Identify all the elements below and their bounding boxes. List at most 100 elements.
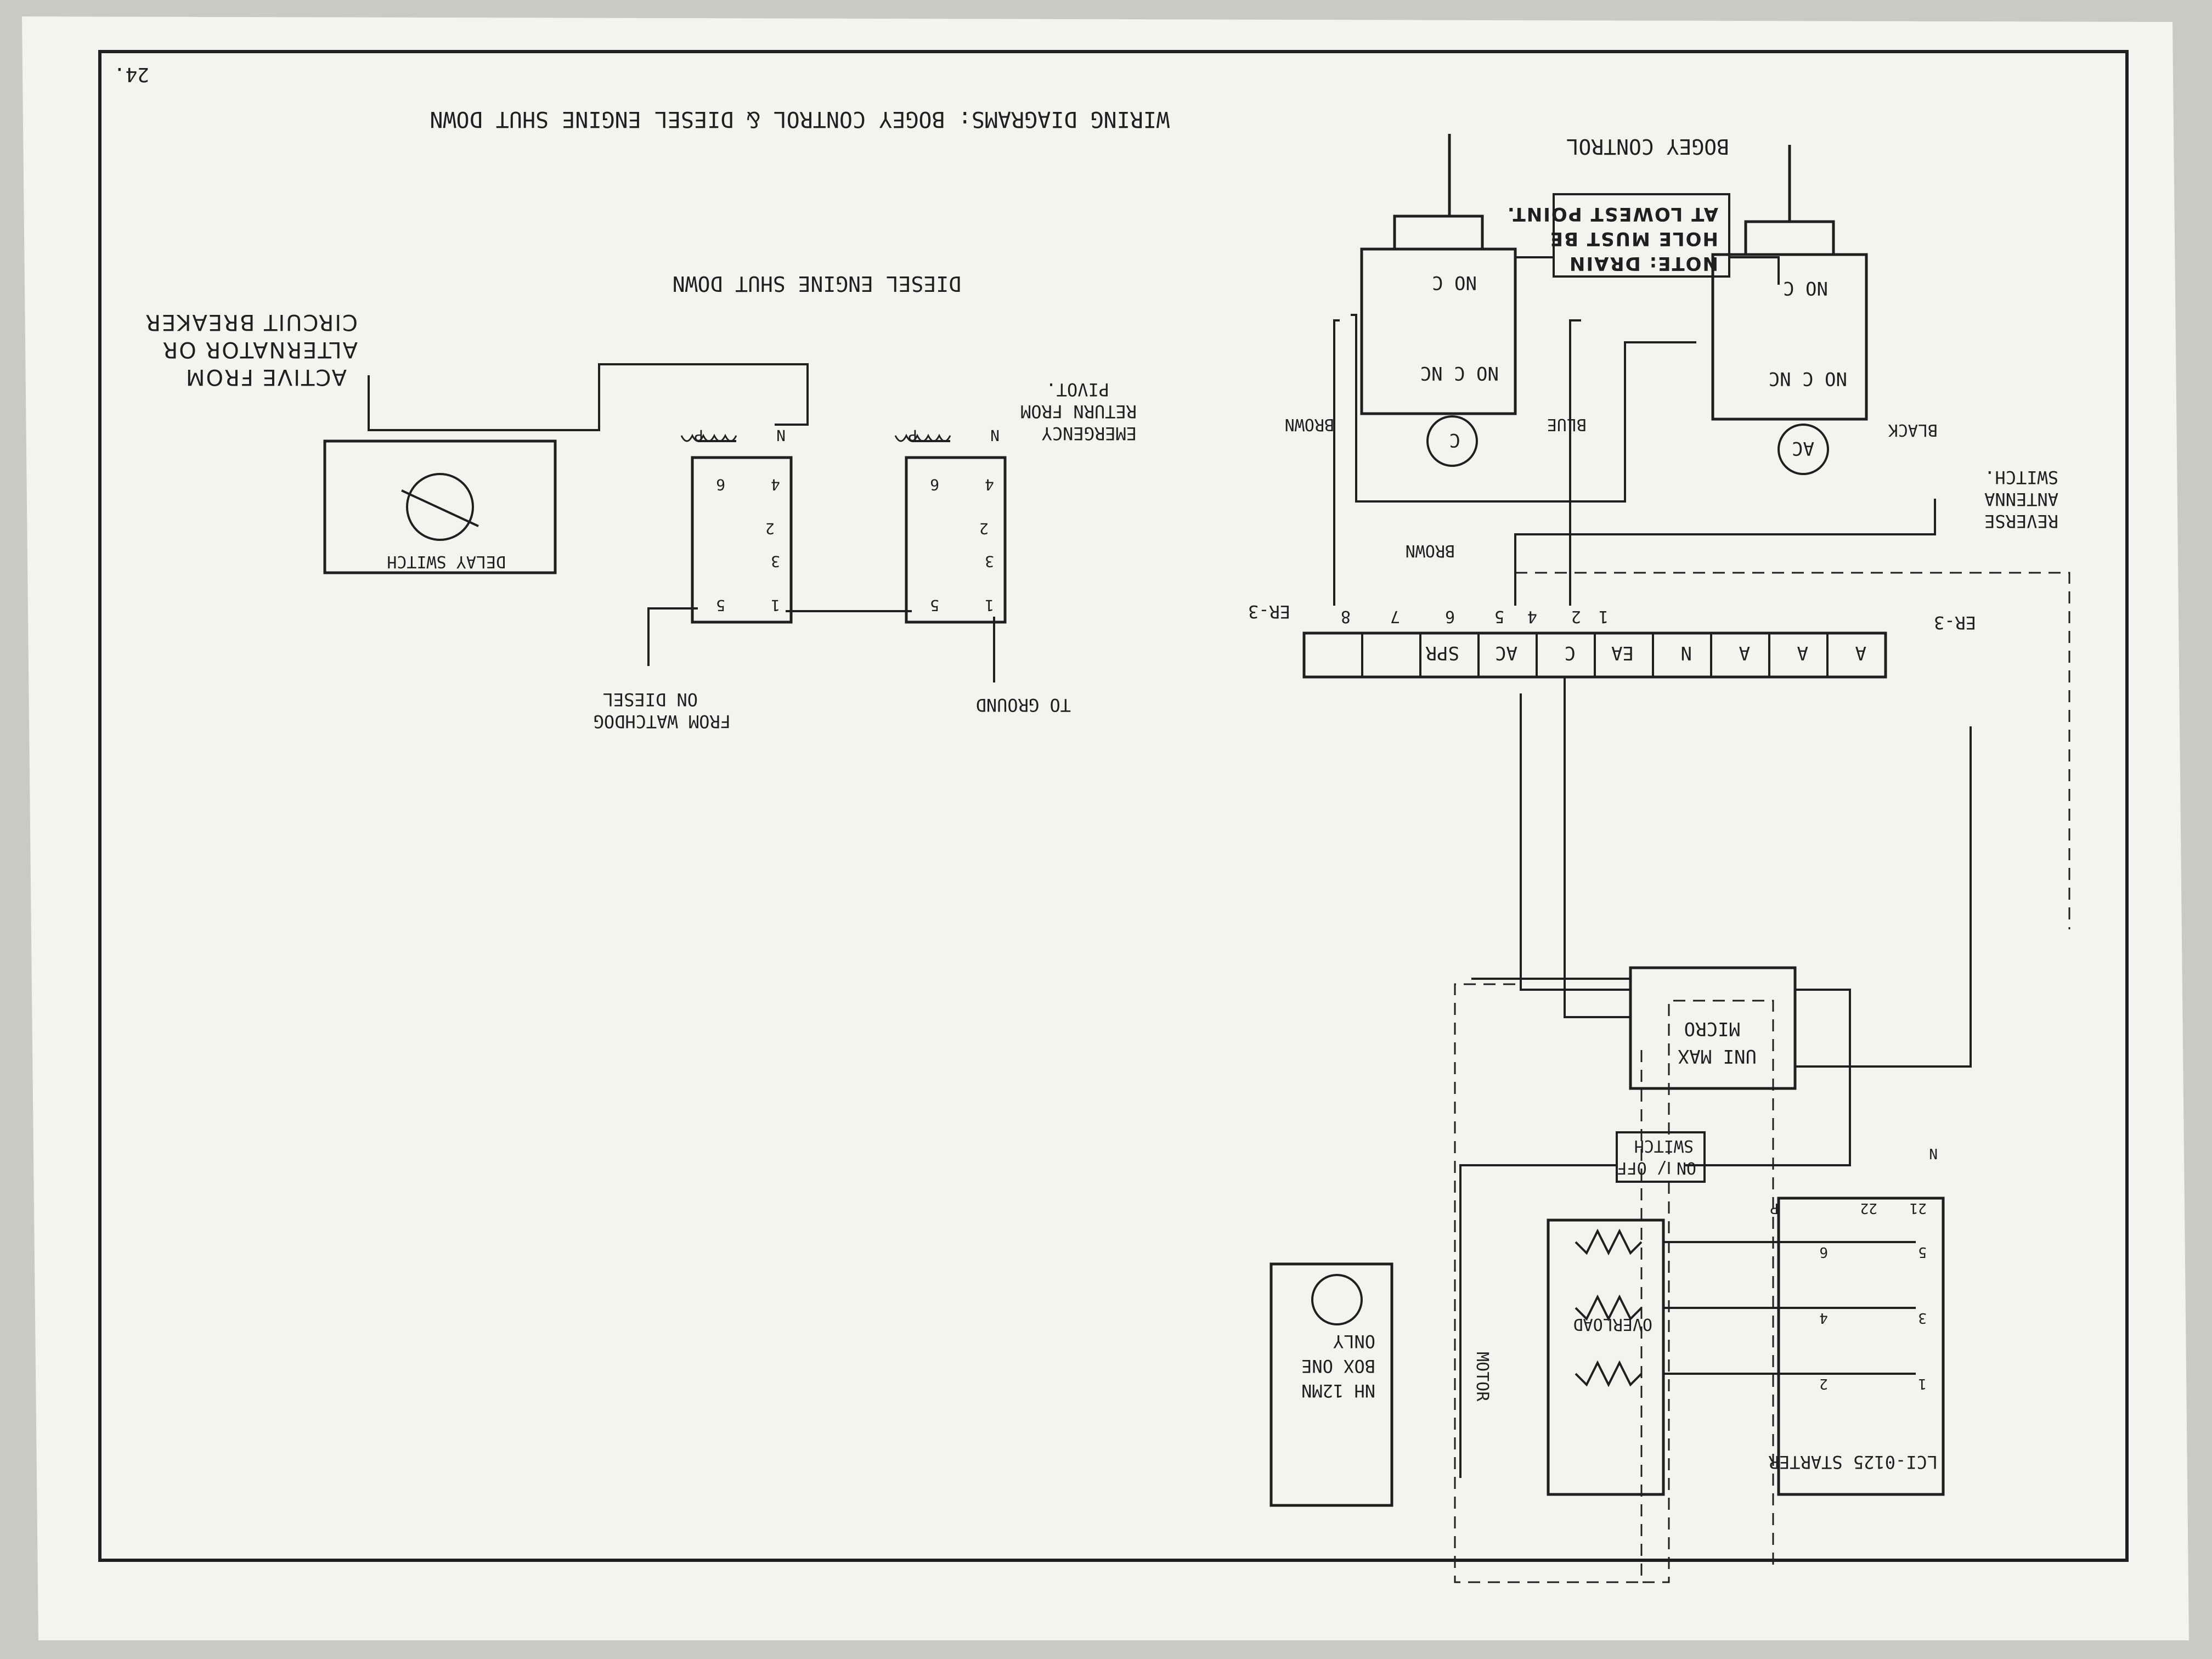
- active-from-label: ACTIVE FROM ALTERNATOR OR CIRCUIT BREAKE…: [144, 309, 358, 390]
- wire-label-black: BLACK: [1888, 420, 1938, 439]
- emergency-return-label: EMERGENCY RETURN FROM PIVOT.: [1020, 379, 1137, 444]
- nh-box: NH 12MN BOX ONE ONLY: [1269, 1262, 1393, 1507]
- relay-terminal: 6: [930, 476, 939, 494]
- bogey-section-title: BOGEY CONTROL: [1566, 134, 1729, 159]
- relay-terminal: 3: [985, 552, 994, 571]
- page-number: 24.: [114, 63, 149, 86]
- svg-text:ON / OFF: ON / OFF: [1617, 1158, 1697, 1177]
- diesel-relay-2: [691, 456, 793, 624]
- wire-label-blue: BLUE: [1547, 415, 1587, 434]
- svg-text:ONLY: ONLY: [1333, 1331, 1375, 1352]
- starter-terminal: 22: [1860, 1200, 1877, 1216]
- coil-label: N: [776, 426, 786, 444]
- terminal-number: 8: [1341, 607, 1351, 626]
- on-off-switch: ON / OFF SWITCH: [1616, 1131, 1706, 1183]
- svg-text:CIRCUIT BREAKER: CIRCUIT BREAKER: [144, 309, 358, 335]
- terminal-number: 1: [1599, 607, 1609, 626]
- svg-text:DELAY SWITCH: DELAY SWITCH: [387, 552, 506, 571]
- starter-terminal: 4: [1819, 1310, 1828, 1326]
- svg-text:ALTERNATOR OR: ALTERNATOR OR: [161, 337, 358, 362]
- relay-terminal: 3: [771, 552, 780, 571]
- page-border: [98, 50, 2129, 1562]
- relay-terminal: 6: [716, 476, 725, 494]
- svg-text:ON DIESEL: ON DIESEL: [603, 689, 698, 710]
- micro-switch: UNI MAX MICRO: [1629, 966, 1797, 1090]
- relay-terminal: 4: [771, 476, 780, 494]
- svg-text:HOLE MUST BE: HOLE MUST BE: [1549, 228, 1718, 250]
- terminal-label: A: [1797, 642, 1808, 664]
- relay-terminal: 2: [765, 520, 775, 538]
- terminal-label: SPR: [1425, 642, 1459, 664]
- svg-text:AT LOWEST POINT.: AT LOWEST POINT.: [1506, 203, 1718, 225]
- svg-text:LCI-0125 STARTER: LCI-0125 STARTER: [1768, 1452, 1938, 1472]
- starter-terminal: N: [1929, 1145, 1938, 1161]
- relay-terminal: 5: [930, 596, 939, 614]
- switch-ac-contacts-bottom: NO C: [1783, 277, 1828, 299]
- svg-text:RETURN FROM: RETURN FROM: [1020, 401, 1137, 422]
- svg-text:FROM WATCHDOG: FROM WATCHDOG: [594, 711, 731, 732]
- svg-text:NOTE: DRAIN: NOTE: DRAIN: [1568, 252, 1718, 274]
- svg-text:EMERGENCY: EMERGENCY: [1042, 423, 1137, 444]
- motor-label: MOTOR: [1472, 1352, 1492, 1402]
- terminal-strip: A A A N EA C AC SPR 12 4 5 6 7 8: [1302, 607, 1887, 679]
- rotated-content: WIRING DIAGRAMS: BOGEY CONTROL & DIESEL …: [98, 50, 2129, 1583]
- svg-text:REVERSE: REVERSE: [1984, 511, 2058, 532]
- switch-c: NO C NC NO C C: [1360, 134, 1517, 467]
- coil-label: N: [990, 426, 1000, 444]
- page-title: WIRING DIAGRAMS: BOGEY CONTROL & DIESEL …: [430, 106, 1170, 132]
- diesel-relay-1: [905, 456, 1007, 624]
- switch-ac-label: AC: [1792, 437, 1814, 459]
- terminal-label: A: [1739, 642, 1750, 664]
- svg-text:ANTENNA: ANTENNA: [1984, 489, 2058, 510]
- svg-text:MICRO: MICRO: [1684, 1018, 1740, 1040]
- svg-text:UNI MAX: UNI MAX: [1678, 1045, 1757, 1067]
- switch-c-contacts-bottom: NO C: [1432, 272, 1477, 294]
- to-ground-label: TO GROUND: [976, 695, 1071, 715]
- svg-text:SWITCH.: SWITCH.: [1984, 467, 2058, 488]
- terminal-number: 4: [1527, 607, 1537, 626]
- starter-terminal: 3: [1918, 1310, 1927, 1326]
- drain-note-box: NOTE: DRAIN HOLE MUST BE AT LOWEST POINT…: [1506, 193, 1780, 287]
- relay-terminal: 2: [979, 520, 989, 538]
- paper-sheet: [22, 16, 2189, 1640]
- terminal-number: 6: [1445, 607, 1455, 626]
- starter-terminal: 5: [1918, 1244, 1927, 1260]
- svg-text:PIVOT.: PIVOT.: [1046, 379, 1109, 400]
- starter-terminal: 1: [1918, 1375, 1927, 1392]
- delay-switch: DELAY SWITCH: [323, 439, 557, 574]
- switch-c-label: C: [1449, 429, 1460, 451]
- svg-text:ACTIVE FROM: ACTIVE FROM: [185, 364, 347, 390]
- starter-terminal: 2: [1819, 1375, 1828, 1392]
- svg-text:BOX ONE: BOX ONE: [1301, 1356, 1375, 1376]
- terminal-number: 5: [1494, 607, 1504, 626]
- relay-terminal: 1: [985, 596, 994, 614]
- starter-terminal: P: [1770, 1200, 1779, 1216]
- reverse-antenna-switch-label: REVERSE ANTENNA SWITCH.: [1984, 467, 2058, 532]
- relay-terminal: 5: [716, 596, 725, 614]
- from-watchdog-label: FROM WATCHDOG ON DIESEL: [594, 689, 731, 732]
- starter-terminal: 21: [1910, 1200, 1927, 1216]
- relay-terminal: 4: [985, 476, 994, 494]
- starter-terminal: 6: [1819, 1244, 1828, 1260]
- terminal-label: N: [1681, 642, 1692, 664]
- terminal-label: A: [1855, 642, 1866, 664]
- wire-label-brown: BROWN: [1285, 415, 1334, 434]
- relay-terminal: 1: [771, 596, 780, 614]
- er3-left-label: ER-3: [1248, 601, 1290, 622]
- wire-label-brown-2: BROWN: [1406, 541, 1455, 560]
- terminal-label: AC: [1495, 642, 1517, 664]
- diesel-section-title: DIESEL ENGINE SHUT DOWN: [673, 272, 961, 296]
- er3-right-label: ER-3: [1934, 612, 1976, 633]
- svg-text:SWITCH: SWITCH: [1634, 1136, 1694, 1155]
- terminal-number: 2: [1571, 607, 1581, 626]
- switch-ac-contacts-top: NO C NC: [1769, 368, 1847, 390]
- terminal-number: 7: [1390, 607, 1400, 626]
- starter-box: LCI-0125 STARTER OVERLOAD: [1547, 1197, 1945, 1496]
- terminal-label: C: [1565, 642, 1576, 664]
- switch-c-contacts-top: NO C NC: [1420, 362, 1499, 384]
- switch-ac: NO C NC NO C AC: [1711, 145, 1868, 475]
- terminal-label: EA: [1611, 642, 1634, 664]
- svg-text:NH 12MN: NH 12MN: [1301, 1380, 1375, 1401]
